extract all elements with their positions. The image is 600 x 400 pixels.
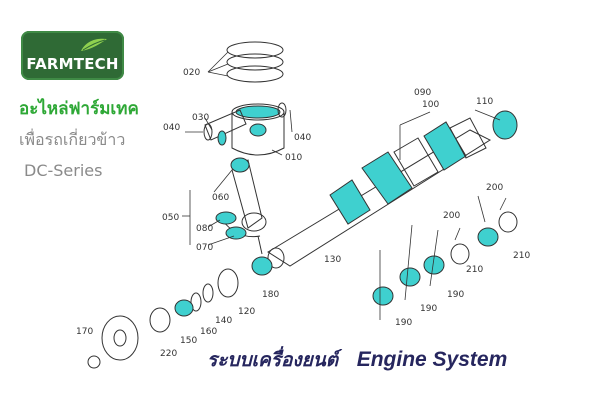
part-label: 120 — [238, 307, 255, 317]
footer-title-thai: ระบบเครื่องยนต์ — [207, 349, 339, 371]
part-label: 090 — [414, 88, 431, 98]
part-label: 210 — [466, 265, 483, 275]
part-label: 020 — [183, 68, 200, 78]
part-label: 200 — [443, 211, 460, 221]
footer-title: ระบบเครื่องยนต์ Engine System — [207, 345, 507, 375]
part-label: 150 — [180, 336, 197, 346]
crankshaft — [267, 117, 492, 269]
part-label: 080 — [196, 224, 213, 234]
part-label: 010 — [285, 153, 302, 163]
part-label: 220 — [160, 349, 177, 359]
part-label: 110 — [476, 97, 493, 107]
footer-title-english: Engine System — [356, 348, 508, 371]
thrust-washers — [450, 211, 518, 265]
tagline-thai: อะไหล่ฟาร์มเทค — [19, 99, 139, 119]
front-parts — [87, 256, 273, 369]
part-label: 190 — [395, 318, 412, 328]
leaf-icon — [81, 38, 107, 51]
part-label: 130 — [324, 255, 341, 265]
part-label: 190 — [420, 304, 437, 314]
piston-pin — [203, 102, 287, 146]
farmtech-logo: FARMTECH — [21, 31, 124, 80]
part-label: 160 — [200, 327, 217, 337]
part-label: 050 — [162, 213, 179, 223]
part-label: 040 — [163, 123, 180, 133]
part-label: 210 — [513, 251, 530, 261]
subtitle-thai: เพื่อรถเกี่ยวข้าว — [19, 130, 126, 149]
logo-text: FARMTECH — [26, 55, 119, 73]
part-label-group: 020 030 040 040 010 060 050 080 070 090 … — [76, 68, 530, 359]
part-label: 170 — [76, 327, 93, 337]
part-label: 190 — [447, 290, 464, 300]
main-bearings — [372, 227, 499, 306]
part-label: 070 — [196, 243, 213, 253]
connecting-rod — [215, 157, 267, 255]
part-label: 100 — [422, 100, 439, 110]
leader-lines — [182, 51, 507, 320]
series-label: DC-Series — [24, 161, 103, 180]
part-label: 200 — [486, 183, 503, 193]
part-label: 030 — [192, 113, 209, 123]
ring-gear — [492, 110, 518, 140]
part-label: 180 — [262, 290, 279, 300]
piston — [231, 103, 285, 156]
part-label: 140 — [215, 316, 232, 326]
part-label: 060 — [212, 193, 229, 203]
piston-rings — [226, 41, 284, 83]
part-label: 040 — [294, 133, 311, 143]
